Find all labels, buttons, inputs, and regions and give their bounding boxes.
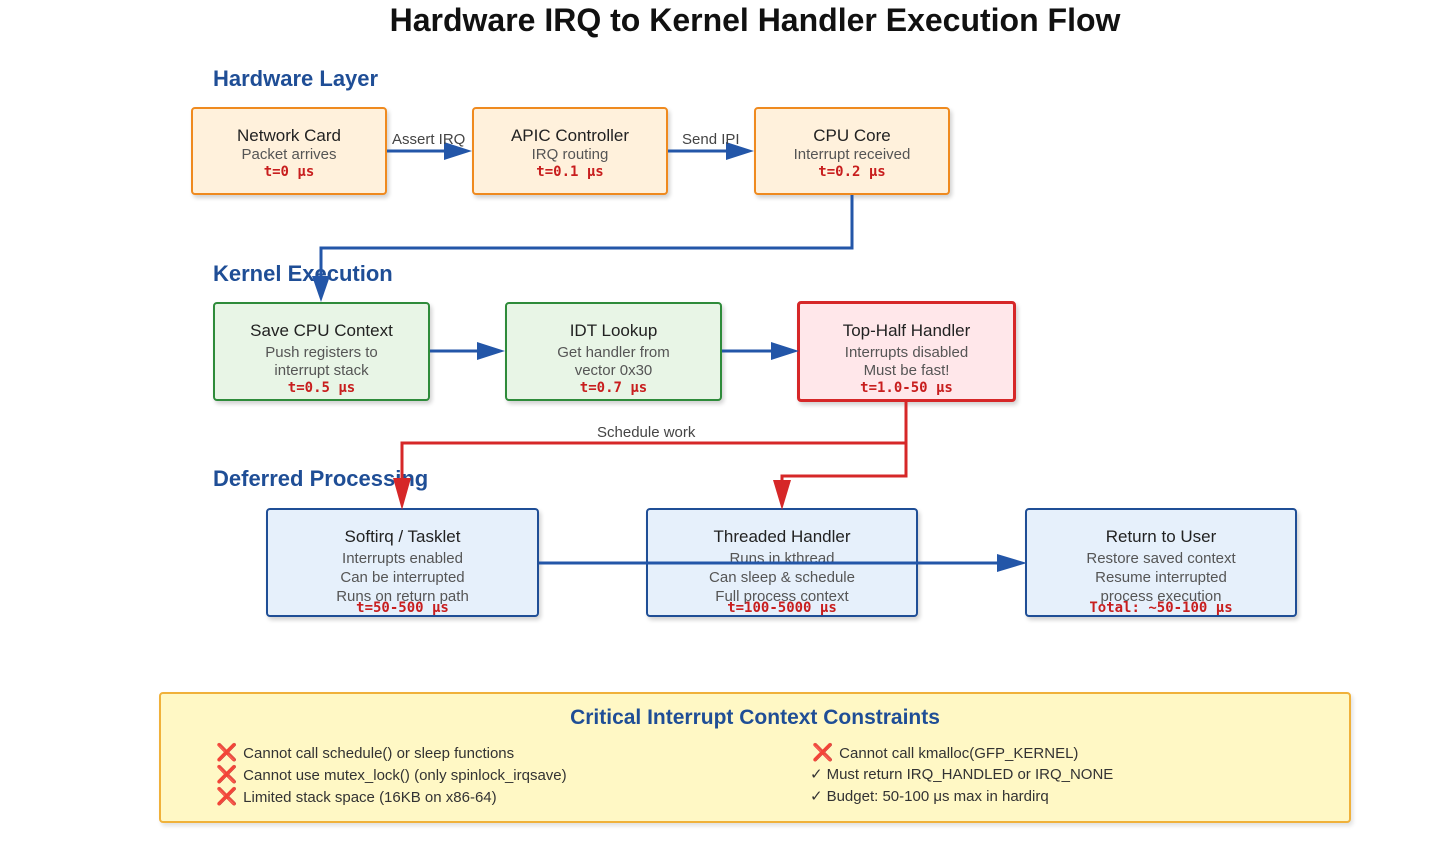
box-line: process execution xyxy=(1100,588,1222,605)
box-line: Packet arrives xyxy=(241,146,337,163)
box-line: Full process context xyxy=(715,588,849,605)
idt-lookup-box: IDT Lookup Get handler from vector 0x30 … xyxy=(505,302,722,401)
box-line: IRQ routing xyxy=(531,146,609,163)
box-title: IDT Lookup xyxy=(569,321,658,340)
box-title: Threaded Handler xyxy=(713,527,851,546)
check-icon: ✓ xyxy=(810,788,823,805)
box-time: t=0.5 μs xyxy=(287,380,356,396)
constraint-text: Cannot call schedule() or sleep function… xyxy=(243,745,515,762)
box-time: t=0.2 μs xyxy=(818,164,886,180)
constraint-text: Cannot call kmalloc(GFP_KERNEL) xyxy=(839,745,1079,762)
box-line: Must be fast! xyxy=(863,362,950,379)
return-to-user-box: Return to User Restore saved context Res… xyxy=(1025,508,1297,617)
check-icon: ✓ xyxy=(810,766,823,783)
softirq-tasklet-box: Softirq / Tasklet Interrupts enabled Can… xyxy=(266,508,539,617)
box-line: Can sleep & schedule xyxy=(709,569,855,586)
constraint-item: ❌ Limited stack space (16KB on x86-64) xyxy=(216,786,497,809)
constraint-item: ✓Must return IRQ_HANDLED or IRQ_NONE xyxy=(810,764,1113,786)
x-icon: ❌ xyxy=(812,743,834,762)
arrow-tophalf-to-threaded xyxy=(773,443,908,510)
constraint-text: Cannot use mutex_lock() (only spinlock_i… xyxy=(243,767,567,784)
box-time: Total: ~50-100 μs xyxy=(1089,600,1233,616)
arrow-network-to-apic xyxy=(387,142,472,160)
arrow-tophalf-to-softirq xyxy=(393,402,908,510)
box-line: Runs on return path xyxy=(336,588,469,605)
box-line: Restore saved context xyxy=(1086,550,1236,567)
x-icon: ❌ xyxy=(216,743,238,762)
label-assert-irq: Assert IRQ xyxy=(392,131,466,148)
arrow-softirq-to-return xyxy=(539,554,1027,572)
section-title-hardware: Hardware Layer xyxy=(213,66,379,91)
box-line: Push registers to xyxy=(265,344,378,361)
box-time: t=100-5000 μs xyxy=(727,600,837,616)
arrow-idt-to-tophalf xyxy=(722,342,799,360)
box-time: t=1.0-50 μs xyxy=(860,380,953,396)
network-card-box: Network Card Packet arrives t=0 μs xyxy=(191,107,387,195)
section-title-deferred: Deferred Processing xyxy=(213,466,429,491)
arrow-save-to-idt xyxy=(430,342,505,360)
x-icon: ❌ xyxy=(216,787,238,806)
box-title: Return to User xyxy=(1105,527,1217,546)
label-schedule-work: Schedule work xyxy=(597,424,696,441)
box-line: interrupt stack xyxy=(274,362,369,379)
box-title: Network Card xyxy=(237,126,341,145)
page-title: Hardware IRQ to Kernel Handler Execution… xyxy=(389,2,1121,38)
box-title: APIC Controller xyxy=(510,126,630,145)
box-line: Resume interrupted xyxy=(1095,569,1227,586)
constraint-item: ✓Budget: 50-100 μs max in hardirq xyxy=(810,786,1049,808)
constraint-text: Must return IRQ_HANDLED or IRQ_NONE xyxy=(826,766,1114,783)
section-title-kernel: Kernel Execution xyxy=(213,261,393,286)
constraint-text: Limited stack space (16KB on x86-64) xyxy=(243,789,497,806)
box-line: vector 0x30 xyxy=(574,362,653,379)
save-cpu-context-box: Save CPU Context Push registers to inter… xyxy=(213,302,430,401)
label-send-ipi: Send IPI xyxy=(682,131,740,148)
box-line: Interrupt received xyxy=(793,146,911,163)
box-time: t=0 μs xyxy=(263,164,315,180)
constraint-item: ❌ Cannot call kmalloc(GFP_KERNEL) xyxy=(812,742,1078,765)
box-title: CPU Core xyxy=(813,126,891,145)
box-title: Save CPU Context xyxy=(250,321,393,340)
top-half-handler-box: Top-Half Handler Interrupts disabled Mus… xyxy=(797,301,1016,402)
constraint-item: ❌ Cannot call schedule() or sleep functio… xyxy=(216,742,514,765)
constraints-title: Critical Interrupt Context Constraints xyxy=(570,706,940,729)
arrow-cpu-to-save-context xyxy=(312,195,854,302)
constraint-item: ❌ Cannot use mutex_lock() (only spinlock_… xyxy=(216,764,567,787)
box-time: t=0.7 μs xyxy=(579,380,648,396)
cpu-core-box: CPU Core Interrupt received t=0.2 μs xyxy=(754,107,950,195)
box-title: Softirq / Tasklet xyxy=(344,527,461,546)
box-time: t=0.1 μs xyxy=(536,164,604,180)
box-title: Top-Half Handler xyxy=(842,321,971,340)
box-line: Can be interrupted xyxy=(340,569,465,586)
constraint-text: Budget: 50-100 μs max in hardirq xyxy=(826,788,1049,805)
box-line: Interrupts disabled xyxy=(844,344,969,361)
box-line: Get handler from xyxy=(557,344,670,361)
box-time: t=50-500 μs xyxy=(356,600,449,616)
constraints-panel: Critical Interrupt Context Constraints ❌… xyxy=(159,692,1351,823)
box-line: Interrupts enabled xyxy=(342,550,463,567)
apic-controller-box: APIC Controller IRQ routing t=0.1 μs xyxy=(472,107,668,195)
x-icon: ❌ xyxy=(216,765,238,784)
arrow-apic-to-cpu xyxy=(668,142,754,160)
